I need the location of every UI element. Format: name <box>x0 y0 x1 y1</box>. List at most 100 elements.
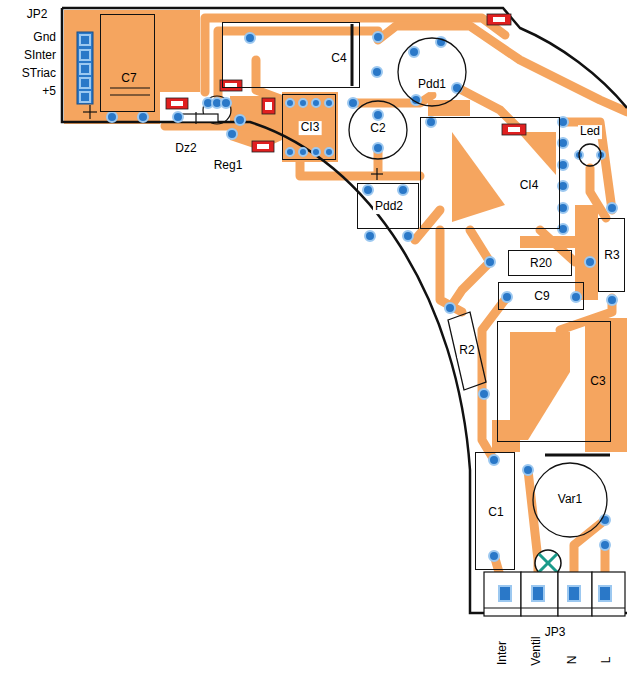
resistor-outline: R20 <box>508 250 572 276</box>
smd-part <box>502 124 526 135</box>
solder-pad <box>600 540 610 550</box>
solder-pad <box>373 143 383 153</box>
resistor-outline: R3 <box>598 218 625 292</box>
copper-zone <box>64 10 200 124</box>
capacitor-outline: C2 <box>348 100 408 160</box>
solder-pad <box>499 586 511 601</box>
ic-outline: CI4 <box>420 117 560 229</box>
bridge-outline: Pdd2 <box>357 183 419 229</box>
solder-pad <box>299 148 307 156</box>
copper-zone <box>428 100 470 116</box>
connector-header <box>77 32 93 104</box>
solder-pad <box>479 389 489 399</box>
solder-pad <box>607 203 617 213</box>
led-outline <box>579 144 601 166</box>
polarity-bar <box>110 87 150 88</box>
smd-part <box>493 17 505 22</box>
connector-header <box>89 105 90 119</box>
terminal-block <box>521 572 558 616</box>
solder-pad <box>373 110 383 120</box>
smd-part <box>508 127 520 132</box>
terminal-block <box>484 572 625 616</box>
part-name: R20 <box>528 257 554 271</box>
part-name: Pdd2 <box>373 200 405 214</box>
resistor-outline: R2 <box>444 312 488 390</box>
smd-part <box>166 14 526 152</box>
smd-part <box>487 14 511 25</box>
part-name: CI3 <box>299 121 322 135</box>
solder-pad <box>348 98 358 108</box>
board-ground <box>62 8 627 613</box>
connector-name: JP3 <box>544 626 567 640</box>
copper-trace <box>378 26 627 112</box>
solder-pad <box>532 586 544 601</box>
part-name: Dz2 <box>174 142 197 156</box>
board-ground <box>62 8 627 613</box>
regulator-symbol <box>180 114 218 122</box>
smd-part <box>262 98 275 114</box>
part-name: R3 <box>602 249 621 263</box>
smd-part <box>166 98 188 109</box>
solder-pad <box>403 231 413 241</box>
solder-pad <box>80 92 90 102</box>
solder-pad <box>80 50 90 60</box>
part-name: C7 <box>119 72 138 86</box>
copper-trace <box>560 298 612 330</box>
smd-part <box>171 101 183 106</box>
copper-zone <box>518 132 556 175</box>
adjust-screw <box>539 554 557 572</box>
board-outline <box>62 8 627 613</box>
board-outline <box>62 8 627 613</box>
capacitor-outline: C3 <box>497 321 611 442</box>
polarity-bar <box>545 454 610 457</box>
solder-pad <box>599 586 611 601</box>
terminal-block <box>484 572 521 616</box>
smd-part <box>220 80 242 91</box>
pin-name: N <box>566 655 580 666</box>
polarity-bar <box>351 24 354 86</box>
part-name: C1 <box>486 506 505 520</box>
pin-name: L <box>600 656 614 665</box>
capacitor-outline: C4 <box>222 22 360 88</box>
solder-pad <box>227 129 237 139</box>
part-name: Reg1 <box>213 159 244 173</box>
copper-zone <box>575 205 598 300</box>
solder-pad <box>312 99 320 107</box>
copper-zone <box>452 132 505 222</box>
pin-name: Ventil <box>530 635 544 666</box>
smd-part <box>265 102 272 110</box>
regulator-symbol <box>180 96 231 124</box>
pin-name: +5 <box>41 85 57 99</box>
part-name: C4 <box>329 52 348 66</box>
led-outline: Led <box>578 143 602 167</box>
capacitor-outline: C1 <box>475 452 515 570</box>
capacitor-outline <box>349 101 407 159</box>
part-name: Pdd1 <box>416 78 448 92</box>
solder-pad <box>409 47 419 57</box>
solder-pad <box>80 78 90 88</box>
solder-pad <box>489 455 499 465</box>
varistor-outline <box>533 463 607 537</box>
solder-pad <box>372 67 382 77</box>
solder-pad <box>571 292 581 302</box>
solder-pad <box>80 64 90 74</box>
part-name: Var1 <box>556 493 584 507</box>
smd-part <box>252 141 274 152</box>
solder-pad <box>502 292 512 302</box>
part-name: C2 <box>368 122 387 136</box>
copper-zone <box>585 318 627 452</box>
pin-name: Gnd <box>32 31 57 45</box>
solder-pad <box>107 112 117 122</box>
solder-pad <box>80 35 90 45</box>
copper-trace <box>590 168 606 218</box>
solder-pad <box>607 295 617 305</box>
solder-pad <box>373 32 383 42</box>
terminal-block <box>484 607 625 608</box>
connector-header <box>376 168 377 180</box>
copper-trace <box>256 60 283 100</box>
solder-pad <box>426 117 436 127</box>
smd-part <box>257 144 269 149</box>
ic-outline: CI3 <box>282 94 336 160</box>
solder-pad <box>80 32 617 601</box>
